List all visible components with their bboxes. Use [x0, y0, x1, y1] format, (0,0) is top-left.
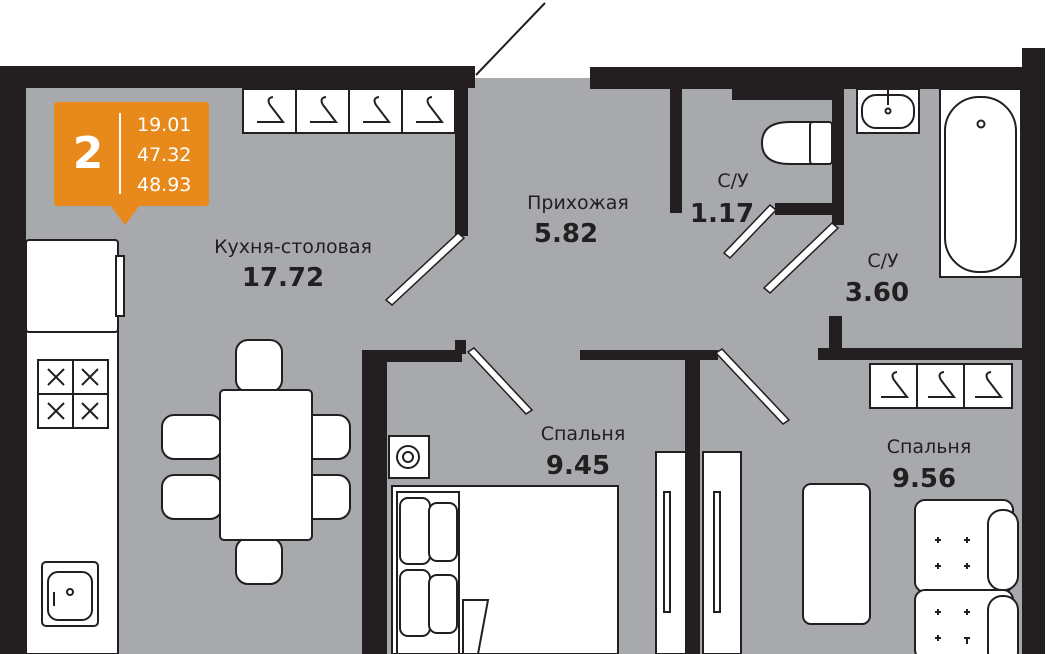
hanger-icon [363, 96, 392, 123]
washbasin-icon [856, 88, 920, 134]
bathtub-icon [939, 88, 1022, 278]
desk [802, 483, 871, 625]
hanger-icon [416, 96, 445, 123]
toilet-icon [760, 121, 833, 165]
room-name-bedroom-1: Спальня [541, 423, 626, 445]
hanger-icon [310, 96, 339, 123]
room-area-toilet: 1.17 [690, 199, 754, 229]
stove-icon [37, 359, 109, 429]
sink-icon [41, 561, 99, 627]
dining-table [161, 339, 351, 585]
total-area-with-balcony: 48.93 [137, 174, 191, 196]
hanger-icon [881, 371, 910, 398]
living-area: 19.01 [137, 114, 191, 136]
kitchen-wardrobe [242, 88, 456, 134]
room-area-bedroom-1: 9.45 [546, 451, 610, 481]
hanger-icon [257, 96, 286, 123]
hanger-icon [975, 371, 1004, 398]
hanger-icon [928, 371, 957, 398]
room-name-kitchen: Кухня-столовая [214, 236, 372, 258]
bedroom-wardrobe [869, 363, 1013, 409]
washing-machine-icon [388, 435, 430, 479]
room-area-hallway: 5.82 [534, 219, 598, 249]
bed [391, 485, 619, 654]
doors [384, 2, 840, 425]
bedroom-closet [655, 451, 742, 654]
room-count: 2 [73, 128, 104, 179]
room-area-bedroom-2: 9.56 [892, 464, 956, 494]
room-name-bathroom: С/У [867, 250, 899, 272]
room-area-bathroom: 3.60 [845, 278, 909, 308]
apartment-badge: 2 19.01 47.32 48.93 [54, 102, 209, 225]
room-name-hallway: Прихожая [527, 192, 629, 214]
kitchen-counter [25, 239, 125, 654]
sofa [914, 499, 1019, 654]
room-area-kitchen: 17.72 [242, 263, 324, 293]
total-area: 47.32 [137, 144, 191, 166]
walls [0, 48, 1045, 654]
room-name-toilet: С/У [717, 170, 749, 192]
room-name-bedroom-2: Спальня [887, 436, 972, 458]
